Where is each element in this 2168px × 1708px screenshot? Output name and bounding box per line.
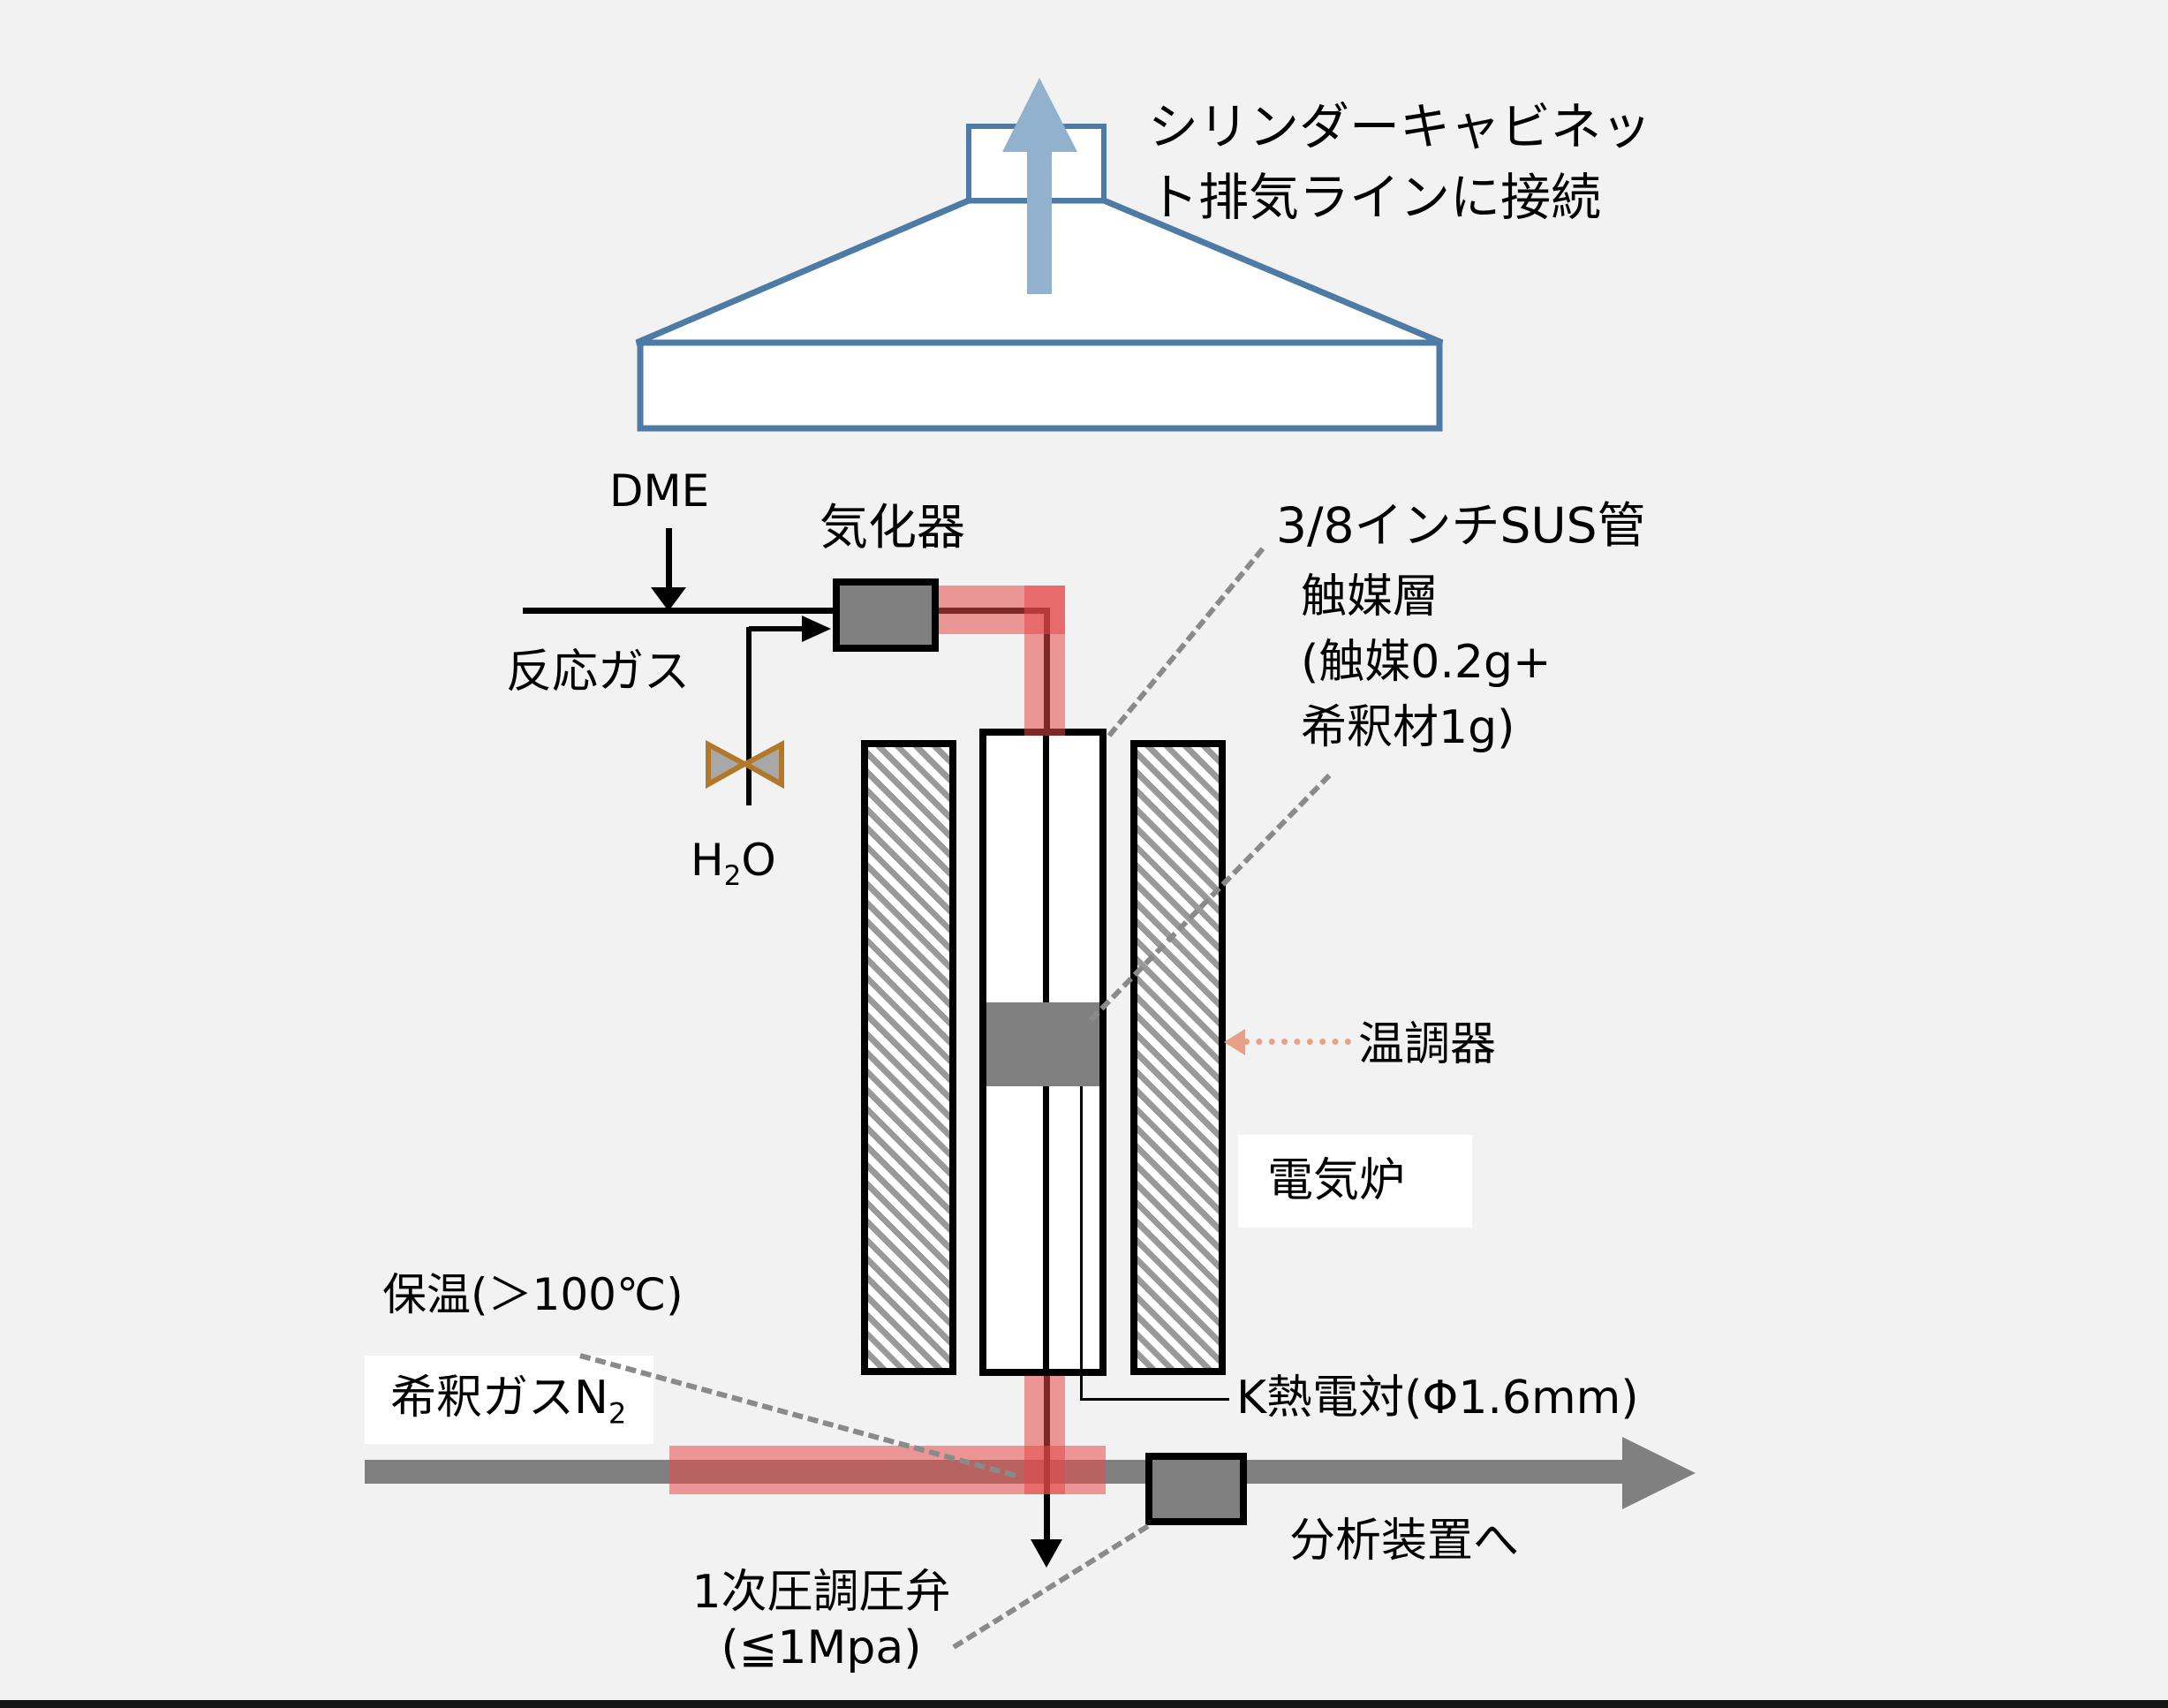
sus-tube-pointer-line bbox=[1107, 547, 1265, 737]
water-label: H2O bbox=[691, 835, 776, 892]
hood-base bbox=[637, 339, 1443, 432]
temp-controller-label: 温調器 bbox=[1358, 1018, 1497, 1071]
dme-arrow-shaft bbox=[666, 528, 672, 590]
regulator-label: 1次圧調圧弁(≦1Mpa) bbox=[691, 1566, 951, 1675]
exhaust-hood bbox=[635, 78, 1444, 432]
analyzer-pipe-arrow-icon bbox=[1622, 1437, 1696, 1509]
thermocouple-wire-horizontal bbox=[1080, 1398, 1229, 1401]
exhaust-up-arrow-icon bbox=[1002, 78, 1077, 294]
heated-zone-top-vertical bbox=[1024, 586, 1065, 736]
water-right-arrow-icon bbox=[802, 616, 831, 642]
hood-note-label: シリンダーキャビネッ ト排気ラインに接続 bbox=[1148, 98, 1651, 227]
bottom-border-bar bbox=[0, 1700, 2168, 1708]
furnace-label: 電気炉 bbox=[1267, 1154, 1406, 1207]
heated-zone-bottom-horizontal bbox=[669, 1446, 1106, 1494]
reaction-gas-label: 反応ガス bbox=[506, 646, 691, 699]
temp-controller-pointer-line bbox=[1243, 1039, 1351, 1045]
outlet-down-arrow-icon bbox=[1031, 1539, 1062, 1568]
vaporizer-box bbox=[833, 578, 939, 652]
furnace-left-block bbox=[861, 740, 956, 1375]
water-valve-icon bbox=[706, 740, 784, 789]
pressure-regulator-box bbox=[1145, 1453, 1247, 1525]
catalyst-label: 触媒層 (触媒0.2g+ 希釈材1g) bbox=[1301, 571, 1552, 754]
dme-down-arrow-icon bbox=[651, 587, 686, 611]
insulation-label: 保温(＞100℃) bbox=[382, 1269, 684, 1320]
furnace-label-box bbox=[1238, 1135, 1472, 1228]
dilution-gas-label: 希釈ガスN2 bbox=[390, 1372, 627, 1431]
temp-controller-arrow-icon bbox=[1224, 1029, 1245, 1055]
water-line bbox=[746, 627, 752, 805]
water-arrow-shaft bbox=[749, 626, 804, 631]
thermocouple-wire-vertical bbox=[1080, 1086, 1083, 1401]
to-analyzer-label: 分析装置へ bbox=[1289, 1515, 1520, 1568]
catalyst-bed bbox=[986, 1002, 1099, 1086]
vaporizer-label: 気化器 bbox=[820, 499, 966, 555]
dme-label: DME bbox=[609, 465, 710, 517]
sus-tube-label: 3/8インチSUS管 bbox=[1276, 497, 1646, 554]
furnace-right-block bbox=[1130, 740, 1226, 1375]
dilution-gas-label-box bbox=[365, 1356, 653, 1444]
thermocouple-label: K熱電対(Φ1.6mm) bbox=[1236, 1372, 1639, 1425]
